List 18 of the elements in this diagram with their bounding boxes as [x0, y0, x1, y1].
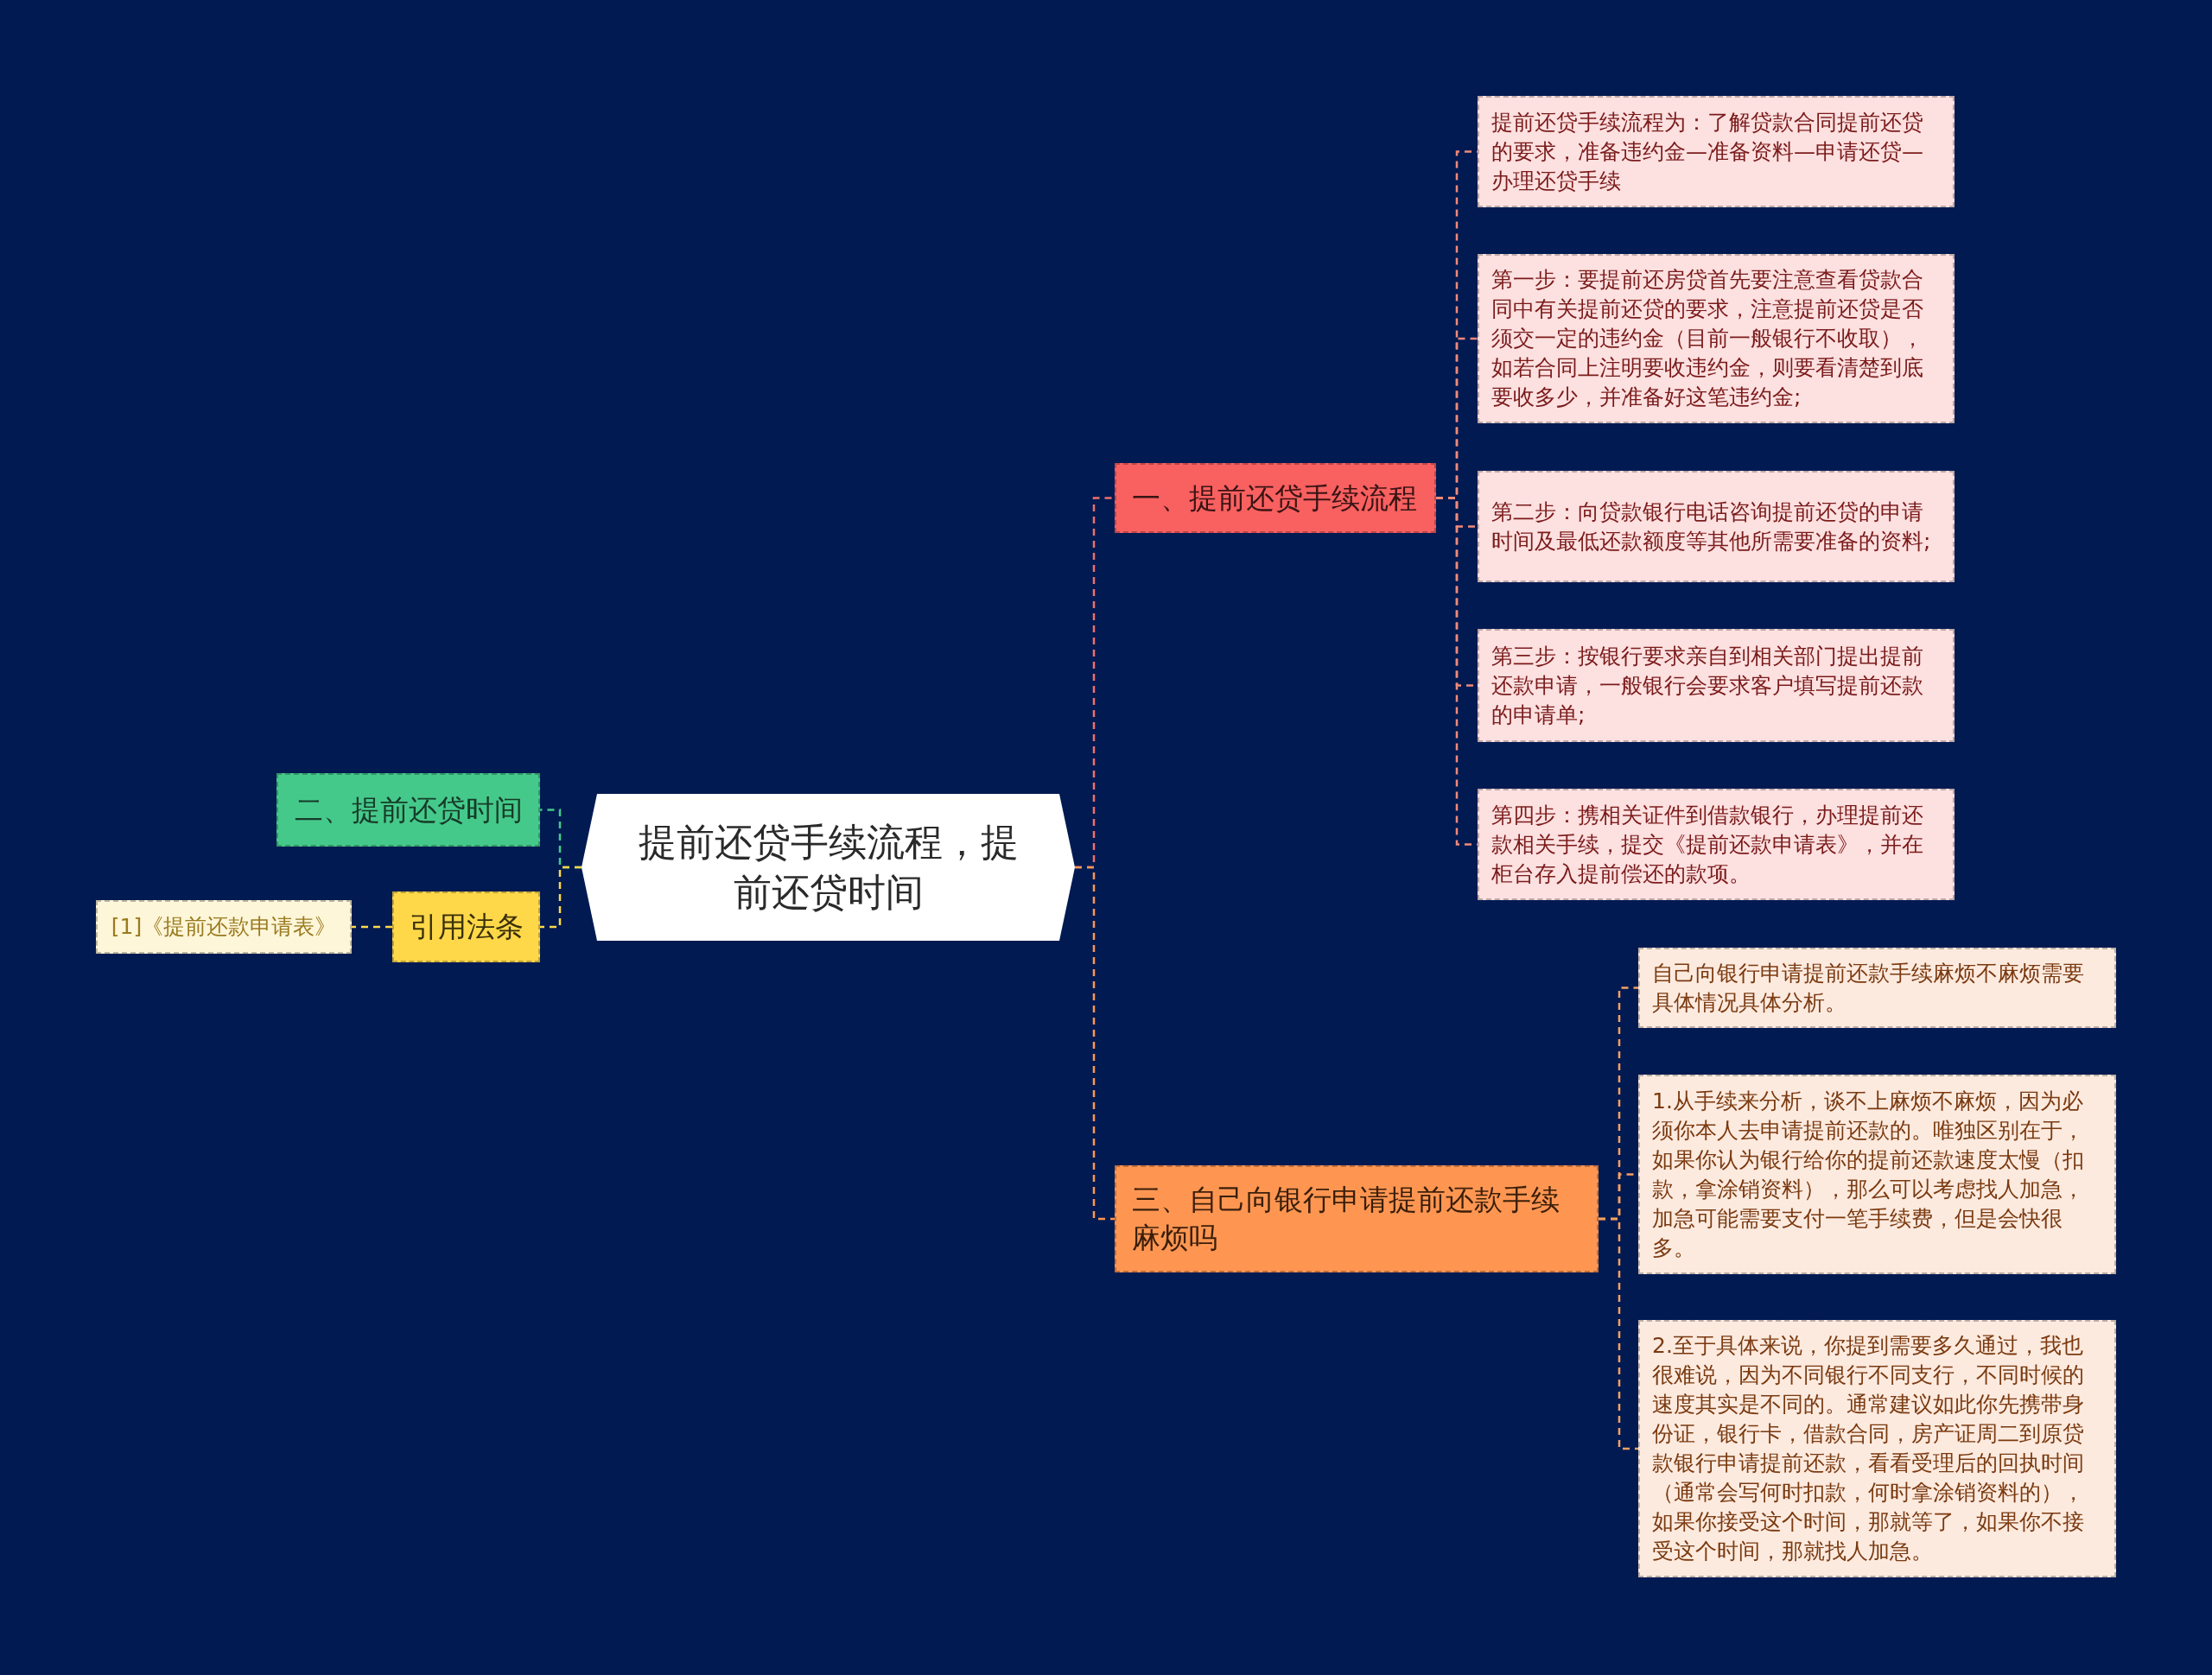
note-box: 自己向银行申请提前还款手续麻烦不麻烦需要具体情况具体分析。	[1638, 948, 2116, 1028]
topic-box: 三、自己向银行申请提前还款手续麻烦吗	[1115, 1165, 1599, 1272]
note-box: 第三步：按银行要求亲自到相关部门提出提前还款申请，一般银行会要求客户填写提前还款的申请单;	[1478, 629, 1955, 742]
note-box: 第二步：向贷款银行电话咨询提前还贷的申请时间及最低还款额度等其他所需要准备的资料;	[1478, 471, 1955, 582]
connector-line	[352, 925, 392, 929]
connector-line	[540, 866, 582, 929]
connector-line	[1599, 1217, 1638, 1450]
note-box: 2.至于具体来说，你提到需要多久通过，我也很难说，因为不同银行不同支行，不同时候的速度其实是不同的。通常建议如此你先携带身份证，银行卡，借款合同，房产证周二到原贷款银行申请提前还款，看看受理后的回执时间（通常会写何时扣款，何时拿涂销资料的），如果你接受这个时间，那就等了，如果你不接受这个时间，那就找人加急。	[1638, 1320, 2116, 1577]
note-box: 提前还贷手续流程为：了解贷款合同提前还贷的要求，准备违约金—准备资料—申请还贷—办理还贷手续	[1478, 96, 1955, 207]
topic-box: 引用法条	[392, 891, 540, 962]
central-topic-hexagon: 提前还贷手续流程，提前还贷时间	[582, 794, 1075, 941]
topic-box: 二、提前还贷时间	[276, 773, 540, 847]
connector-line	[1075, 866, 1115, 1221]
topic-box: 一、提前还贷手续流程	[1115, 463, 1436, 533]
reference-box: [1]《提前还款申请表》	[96, 900, 352, 954]
note-box: 第一步：要提前还房贷首先要注意查看贷款合同中有关提前还贷的要求，注意提前还贷是否须交一定的违约金（目前一般银行不收取），如若合同上注明要收违约金，则要看清楚到底要收多少，并准备好这笔违约金;	[1478, 254, 1955, 423]
note-box: 第四步：携相关证件到借款银行，办理提前还款相关手续，提交《提前还款申请表》，并在柜台存入提前偿还的款项。	[1478, 789, 1955, 900]
note-box: 1.从手续来分析，谈不上麻烦不麻烦，因为必须你本人去申请提前还款的。唯独区别在于，如果你认为银行给你的提前还款速度太慢（扣款，拿涂销资料），那么可以考虑找人加急，加急可能需要支付一笔手续费，但是会快很多。	[1638, 1075, 2116, 1274]
